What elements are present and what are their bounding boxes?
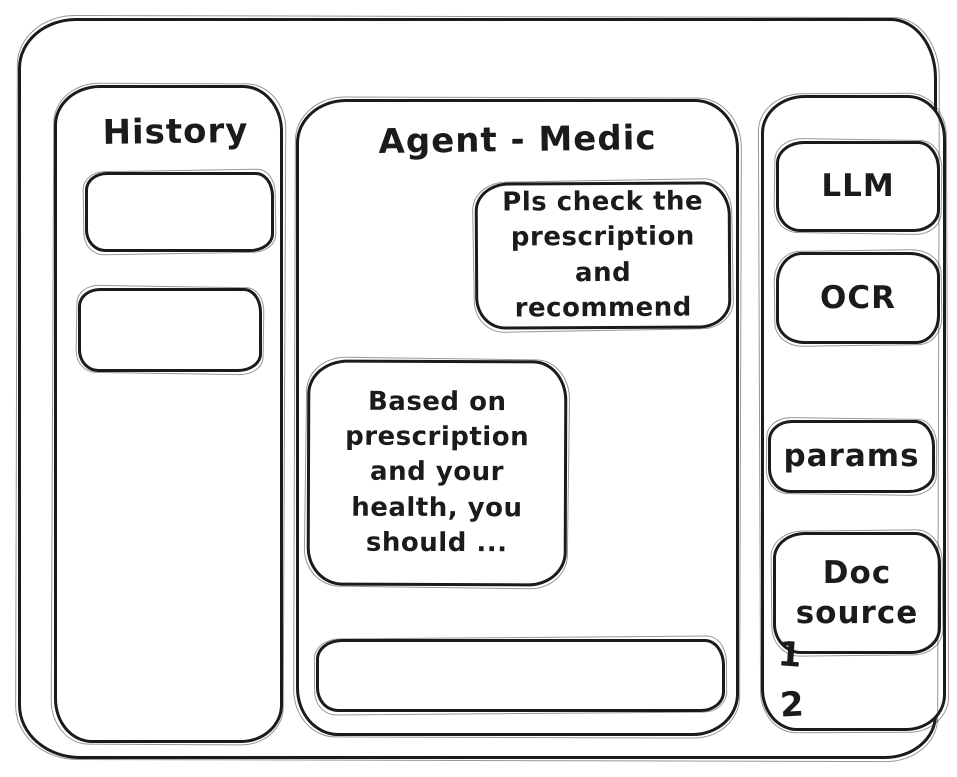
llm-button[interactable]: LLM bbox=[776, 141, 940, 232]
ocr-button[interactable]: OCR bbox=[776, 252, 940, 344]
doc-source-annotation-2: 2 bbox=[778, 684, 805, 726]
history-panel: History bbox=[54, 85, 283, 743]
tools-panel: LLM OCR params Doc source 1 2 bbox=[761, 95, 946, 731]
app-window: History Agent - Medic Pls check the pres… bbox=[18, 18, 946, 759]
ocr-button-label: OCR bbox=[820, 279, 896, 316]
history-item[interactable] bbox=[85, 172, 274, 252]
chat-input[interactable] bbox=[319, 642, 722, 709]
params-button-label: params bbox=[783, 438, 920, 475]
llm-button-label: LLM bbox=[821, 168, 895, 205]
history-item[interactable] bbox=[78, 288, 262, 372]
history-title: History bbox=[102, 110, 249, 153]
doc-source-button-label: Doc source bbox=[795, 554, 919, 631]
chat-panel: Agent - Medic Pls check the prescription… bbox=[296, 99, 739, 736]
doc-source-annotation-1: 1 bbox=[776, 634, 804, 676]
chat-input-container bbox=[316, 639, 725, 712]
params-button[interactable]: params bbox=[768, 420, 935, 493]
chat-title: Agent - Medic bbox=[378, 118, 657, 162]
agent-message-bubble: Based on prescription and your health, y… bbox=[306, 359, 568, 587]
user-message-text: Pls check the prescription and recommend bbox=[502, 186, 704, 324]
user-message-bubble: Pls check the prescription and recommend bbox=[474, 181, 732, 330]
agent-message-text: Based on prescription and your health, y… bbox=[345, 387, 530, 558]
doc-source-button[interactable]: Doc source bbox=[773, 532, 941, 654]
